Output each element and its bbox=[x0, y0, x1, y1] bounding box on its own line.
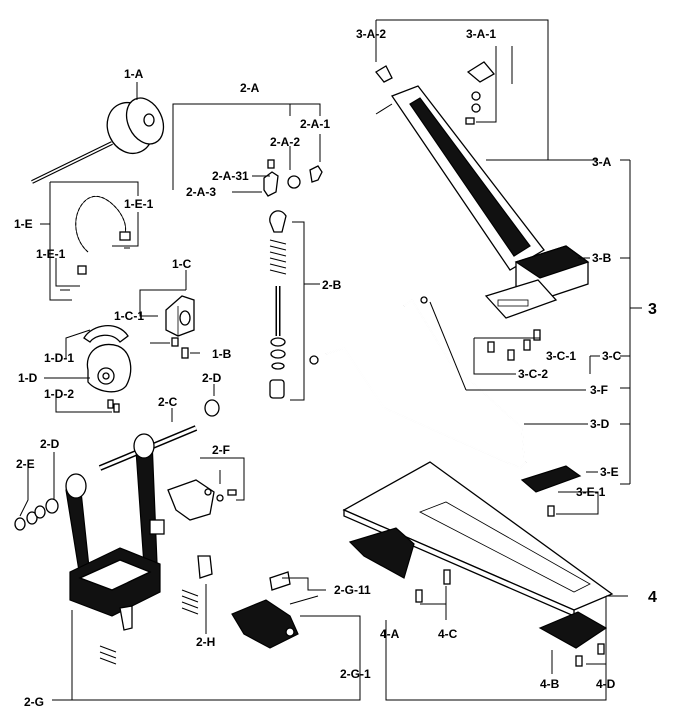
label-1d: 1-D bbox=[18, 371, 38, 385]
frame-2g bbox=[65, 433, 165, 617]
spring-rod-2b bbox=[269, 210, 319, 399]
chain-1e bbox=[60, 195, 131, 291]
label-2b: 2-B bbox=[322, 278, 342, 292]
label-1c: 1-C bbox=[172, 257, 192, 271]
part-labels: 1-A 1-E 1-E-1 1-E-1 1-C 1-C-1 1-B 1-D 1-… bbox=[14, 27, 657, 709]
label-2c: 2-C bbox=[158, 395, 178, 409]
label-3: 3 bbox=[648, 301, 657, 318]
label-2g11: 2-G-11 bbox=[334, 583, 371, 597]
springs-2h bbox=[99, 555, 213, 665]
rods-3d-3f bbox=[325, 296, 527, 469]
clamp-2f bbox=[167, 479, 237, 521]
label-2g: 2-G bbox=[24, 695, 44, 709]
label-1a: 1-A bbox=[124, 67, 144, 81]
label-2e: 2-E bbox=[16, 457, 35, 471]
label-4: 4 bbox=[648, 589, 657, 606]
beater-1a bbox=[31, 97, 165, 184]
label-3d: 3-D bbox=[590, 417, 610, 431]
label-1b: 1-B bbox=[212, 347, 232, 361]
label-2a1: 2-A-1 bbox=[300, 117, 330, 131]
label-2d-left: 2-D bbox=[40, 437, 60, 451]
label-3e1: 3-E-1 bbox=[576, 485, 606, 499]
label-4d: 4-D bbox=[596, 677, 616, 691]
label-1c1: 1-C-1 bbox=[114, 309, 144, 323]
label-4a: 4-A bbox=[380, 627, 400, 641]
label-3a1: 3-A-1 bbox=[466, 27, 496, 41]
sprocket-1d bbox=[83, 325, 132, 413]
label-2h: 2-H bbox=[196, 635, 215, 649]
plate-3e bbox=[520, 465, 582, 517]
label-4c: 4-C bbox=[438, 627, 458, 641]
hinge-block-1c bbox=[165, 295, 195, 359]
label-2g1: 2-G-1 bbox=[340, 667, 371, 681]
hinge-plate-3c bbox=[484, 279, 558, 361]
footboard-3a bbox=[375, 61, 545, 271]
label-3a: 3-A bbox=[592, 155, 612, 169]
label-2a: 2-A bbox=[240, 81, 260, 95]
heel-bracket-2g1 bbox=[231, 571, 319, 649]
label-1e: 1-E bbox=[14, 217, 33, 231]
label-1d2: 1-D-2 bbox=[44, 387, 74, 401]
label-2a3: 2-A-3 bbox=[186, 185, 216, 199]
label-1e1-bottom: 1-E-1 bbox=[36, 247, 66, 261]
base-plate-4 bbox=[342, 461, 614, 667]
label-2d-right: 2-D bbox=[202, 371, 222, 385]
label-3c: 3-C bbox=[602, 349, 622, 363]
leader-lines bbox=[19, 19, 642, 701]
label-2f: 2-F bbox=[212, 443, 230, 457]
cam-hardware-2a bbox=[263, 159, 323, 197]
label-3c2: 3-C-2 bbox=[518, 367, 548, 381]
label-1e1-top: 1-E-1 bbox=[124, 197, 154, 211]
label-3f: 3-F bbox=[590, 383, 608, 397]
label-3b: 3-B bbox=[592, 251, 612, 265]
label-3a2: 3-A-2 bbox=[356, 27, 386, 41]
label-2a2: 2-A-2 bbox=[270, 135, 300, 149]
washers-2e bbox=[14, 498, 59, 531]
label-3c1: 3-C-1 bbox=[546, 349, 576, 363]
label-1d1: 1-D-1 bbox=[44, 351, 74, 365]
label-2a31: 2-A-31 bbox=[212, 169, 249, 183]
label-3e: 3-E bbox=[600, 465, 619, 479]
label-4b: 4-B bbox=[540, 677, 560, 691]
